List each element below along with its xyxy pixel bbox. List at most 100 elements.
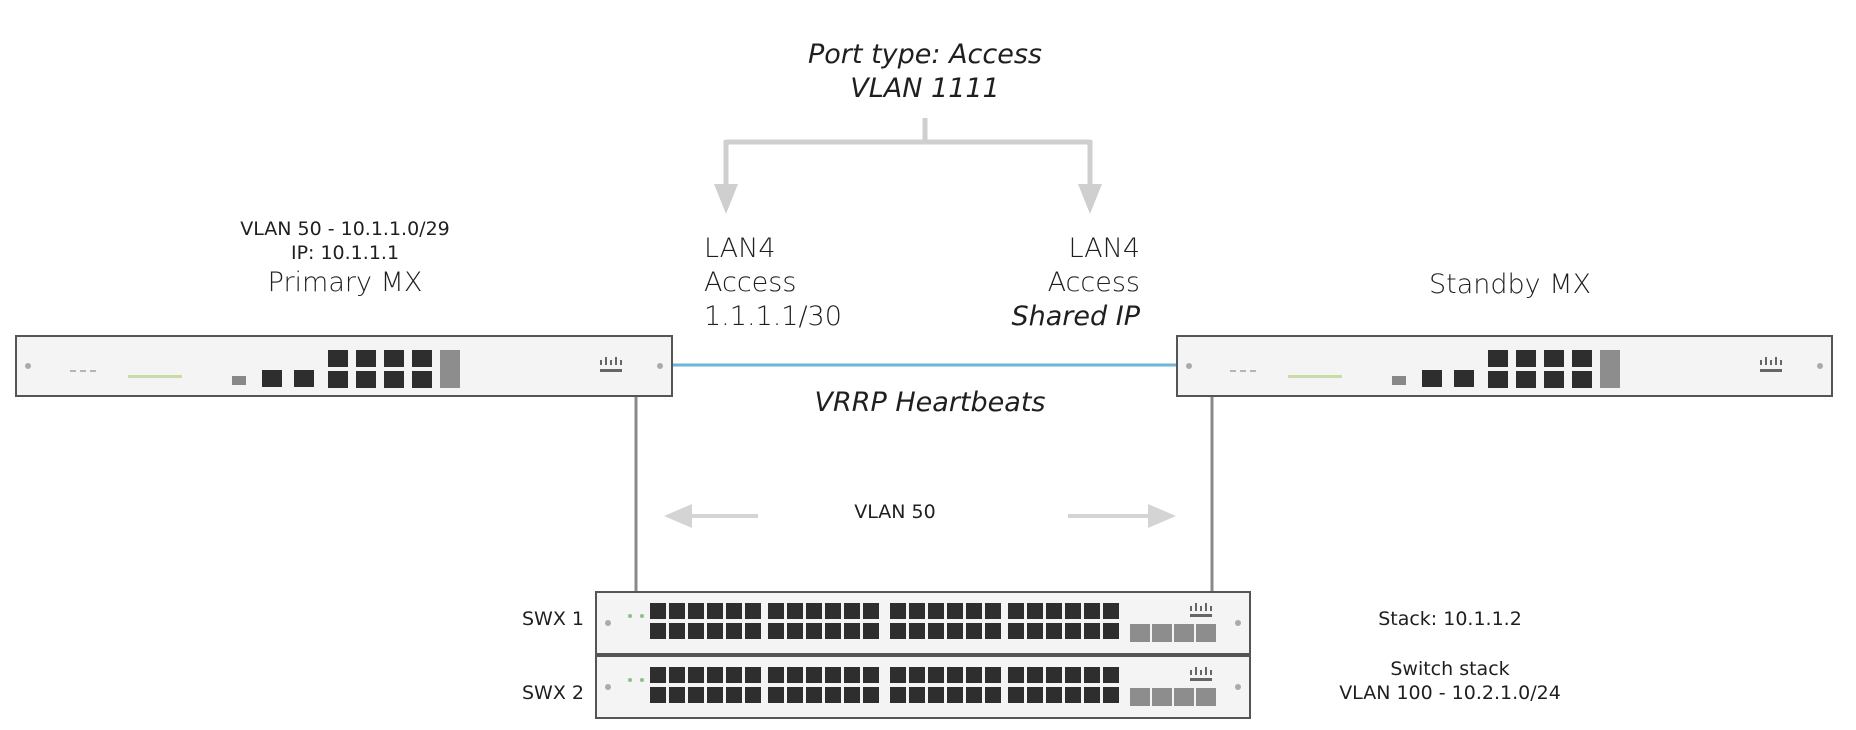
top-port-label: Port type: Access VLAN 1111 [775, 38, 1075, 106]
access-text: Access [1047, 266, 1140, 298]
ethernet-ports [1488, 350, 1592, 388]
switch-port-icon [863, 667, 879, 683]
switch-port-icon [928, 687, 944, 703]
usb-port-icon [232, 376, 246, 385]
switch-port-icon [1065, 667, 1081, 683]
switch-port-icon [707, 603, 723, 619]
switch-port-icon [650, 603, 666, 619]
switch-port-icon [768, 603, 784, 619]
switch-port-icon [669, 623, 685, 639]
switch-port-icon [890, 667, 906, 683]
primary-mx-labels: VLAN 50 - 10.1.1.0/29 IP: 10.1.1.1 Prima… [200, 218, 490, 299]
switch-port-icon [650, 687, 666, 703]
switch-port-icon [1008, 687, 1024, 703]
switch-port-icon [726, 603, 742, 619]
switch-port-icon [787, 623, 803, 639]
switch-port-icon [745, 667, 761, 683]
primary-lan-ip-text: 1.1.1.1/30 [704, 300, 842, 332]
switch-port-icon [966, 667, 982, 683]
switch-port-icon [745, 623, 761, 639]
switch-port-icon [844, 667, 860, 683]
switch-port-icon [707, 623, 723, 639]
lan4-text: LAN4 [1068, 233, 1140, 264]
cisco-logo-icon [1190, 667, 1212, 681]
stack-vlan-text: VLAN 100 - 10.2.1.0/24 [1339, 681, 1561, 704]
switch-port-icon [825, 603, 841, 619]
switch-port-icon [726, 687, 742, 703]
switch-port-icon [1084, 623, 1100, 639]
switch-port-icon [985, 687, 1001, 703]
arrow-right-icon [1148, 504, 1176, 528]
primary-mx-device [15, 335, 673, 397]
switch-port-icon [863, 623, 879, 639]
switch-port-icon [768, 667, 784, 683]
primary-mx-title: Primary MX [267, 266, 423, 298]
switch-port-icon [1008, 667, 1024, 683]
switch-port-icon [1027, 687, 1043, 703]
swx1-label: SWX 1 [522, 608, 584, 630]
switch-port-icon [1065, 603, 1081, 619]
switch-port-icon [787, 667, 803, 683]
lan4-text: LAN4 [704, 233, 776, 264]
vlan-1111-text: VLAN 1111 [850, 72, 1000, 104]
arrow-left-icon [664, 504, 692, 528]
arrow-down-left-icon [714, 184, 738, 214]
switch-port-icon [947, 623, 963, 639]
arrow-down-right-icon [1078, 184, 1102, 214]
switch-port-icon [863, 687, 879, 703]
switch-port-icon [1065, 623, 1081, 639]
switch-port-icon [844, 603, 860, 619]
switch-port-icon [947, 687, 963, 703]
vlan50-label: VLAN 50 [854, 501, 936, 523]
switch-port-icon [909, 603, 925, 619]
switch-port-icon [688, 667, 704, 683]
swx2-label: SWX 2 [522, 682, 584, 704]
switch-port-icon [947, 667, 963, 683]
vlan-1111-branch [723, 118, 1093, 186]
switch-port-icon [966, 623, 982, 639]
switch-ports [650, 667, 1119, 703]
switch-port-icon [745, 603, 761, 619]
switch-port-icon [806, 623, 822, 639]
switch-port-icon [1065, 687, 1081, 703]
shared-ip-text: Shared IP [1011, 300, 1140, 332]
standby-mx-device [1176, 335, 1833, 397]
standby-mx-title: Standby MX [1428, 269, 1591, 300]
switch-port-icon [909, 623, 925, 639]
switch-port-icon [844, 623, 860, 639]
switch-port-icon [985, 603, 1001, 619]
usb-port-icon [1392, 376, 1406, 385]
switch-port-icon [688, 687, 704, 703]
switch-port-icon [707, 667, 723, 683]
switch-port-icon [768, 687, 784, 703]
switch-port-icon [1008, 623, 1024, 639]
switch-swx2-device [595, 655, 1251, 719]
switch-port-icon [806, 667, 822, 683]
ethernet-port-icon [262, 370, 282, 387]
switch-port-icon [726, 623, 742, 639]
switch-port-icon [890, 603, 906, 619]
cisco-logo-icon [1760, 357, 1782, 372]
switch-port-icon [650, 667, 666, 683]
switch-port-icon [806, 687, 822, 703]
ethernet-port-icon [1422, 370, 1442, 387]
primary-ip-text: IP: 10.1.1.1 [290, 241, 400, 264]
sfp-ports [1130, 688, 1216, 706]
switch-port-icon [985, 623, 1001, 639]
sfp-port-icon [1600, 350, 1620, 388]
sfp-ports [1130, 624, 1216, 642]
switch-port-icon [1103, 687, 1119, 703]
switch-port-icon [1027, 623, 1043, 639]
switch-port-icon [669, 603, 685, 619]
vrrp-heartbeats-label: VRRP Heartbeats [814, 387, 1046, 418]
switch-port-icon [966, 603, 982, 619]
access-text: Access [704, 266, 797, 298]
switch-swx1-device [595, 591, 1251, 655]
switch-port-icon [1084, 603, 1100, 619]
switch-port-icon [726, 667, 742, 683]
switch-port-icon [928, 667, 944, 683]
switch-port-icon [909, 667, 925, 683]
stack-info-labels: Switch stack VLAN 100 - 10.2.1.0/24 [1300, 658, 1600, 706]
switch-port-icon [825, 667, 841, 683]
